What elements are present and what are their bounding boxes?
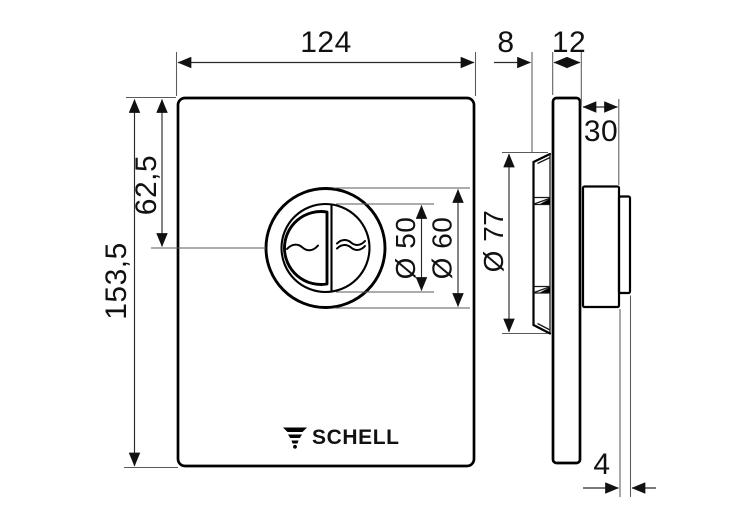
dim-label-front-width: 124 <box>300 26 352 59</box>
dim-frame-depth: 8 <box>494 26 533 152</box>
schell-logo-icon <box>283 427 307 449</box>
dim-label-plate-thickness: 12 <box>552 26 586 59</box>
schell-logo-text: SCHELL <box>312 426 400 449</box>
dim-label-box-depth: 30 <box>584 115 618 148</box>
dim-inner-button-diameter: Ø 50 <box>336 203 434 293</box>
retaining-clip-upper <box>533 196 550 206</box>
dim-front-width: 124 <box>175 26 477 96</box>
large-flush-wave-icon-top <box>336 239 366 246</box>
dim-plate-thickness: 12 <box>552 26 586 106</box>
side-plate-outline <box>551 96 582 465</box>
dim-label-button-protrusion: 4 <box>593 448 610 481</box>
side-view <box>532 96 632 465</box>
dim-box-depth: 30 <box>582 99 620 185</box>
dim-button-axis: 62,5 <box>126 96 266 249</box>
front-plate-outline <box>176 96 476 468</box>
dim-rosette-diameter: Ø 77 <box>478 151 548 335</box>
dim-label-inner-button-diameter: Ø 50 <box>390 217 421 280</box>
large-flush-wave-icon-bottom <box>336 244 366 251</box>
flush-valve-housing <box>581 185 621 309</box>
front-view: SCHELL <box>176 96 476 468</box>
retaining-clip-lower <box>533 285 550 294</box>
small-flush-button <box>283 210 329 286</box>
flush-button-inner-circle <box>280 202 371 294</box>
schell-logo: SCHELL <box>283 426 400 449</box>
push-rod-cap <box>617 195 632 295</box>
dim-label-rosette-diameter: Ø 77 <box>478 210 509 273</box>
dim-label-frame-depth: 8 <box>497 26 514 59</box>
mounting-frame-profile <box>532 152 552 335</box>
small-flush-wave-icon <box>286 243 319 252</box>
dim-outer-button-diameter: Ø 60 <box>334 187 470 309</box>
dim-label-outer-button-diameter: Ø 60 <box>427 217 458 280</box>
dim-front-height: 153,5 <box>100 99 178 469</box>
dim-label-front-height: 153,5 <box>100 242 133 320</box>
dim-button-protrusion: 4 <box>583 295 656 497</box>
